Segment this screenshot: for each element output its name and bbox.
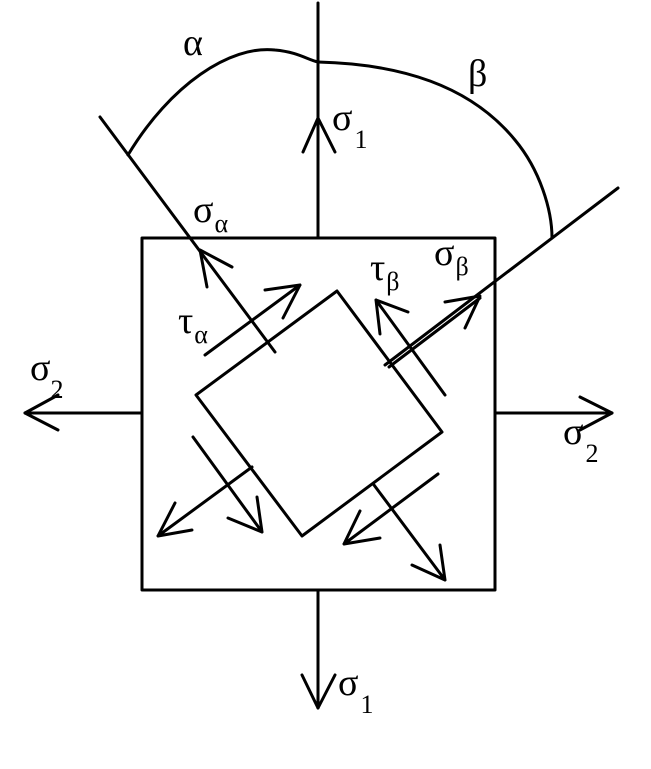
tau-alpha-arrow <box>203 283 302 357</box>
sigma-beta-arrowhead <box>443 294 482 330</box>
sigma1-bottom-label: σ1 <box>338 662 373 719</box>
tau-beta-label: τβ <box>370 247 400 296</box>
sigma1-top-arrowhead <box>301 116 337 154</box>
beta-angle-arc <box>316 60 554 240</box>
tau-beta-arrow <box>374 298 447 397</box>
lower-left-sigma-arrow <box>156 465 254 538</box>
lower-right-sigma-arrow <box>372 483 447 582</box>
beta-plane-double-line <box>387 296 482 369</box>
sigma1-bottom-arrowhead <box>300 673 337 710</box>
sigma-alpha-label: σα <box>193 189 228 238</box>
sigma1-top-label: σ1 <box>332 97 367 154</box>
inner-rotated-square <box>194 289 444 538</box>
sigma-beta-label: σβ <box>434 232 469 281</box>
outer-element-square <box>140 236 497 592</box>
sigma2-left-label: σ2 <box>30 347 63 404</box>
sigma-alpha-arrowhead <box>198 248 234 289</box>
sigma2-left-arrowhead <box>23 393 60 432</box>
sigma2-right-label: σ2 <box>563 411 598 468</box>
alpha-plane-line <box>98 115 277 354</box>
alpha-label: α <box>183 22 203 64</box>
tau-alpha-label: τα <box>178 300 208 349</box>
alpha-angle-arc <box>126 48 320 157</box>
sigma2-right-arrowhead <box>578 395 614 432</box>
beta-plane-line <box>383 186 620 367</box>
beta-label: β <box>468 53 487 95</box>
